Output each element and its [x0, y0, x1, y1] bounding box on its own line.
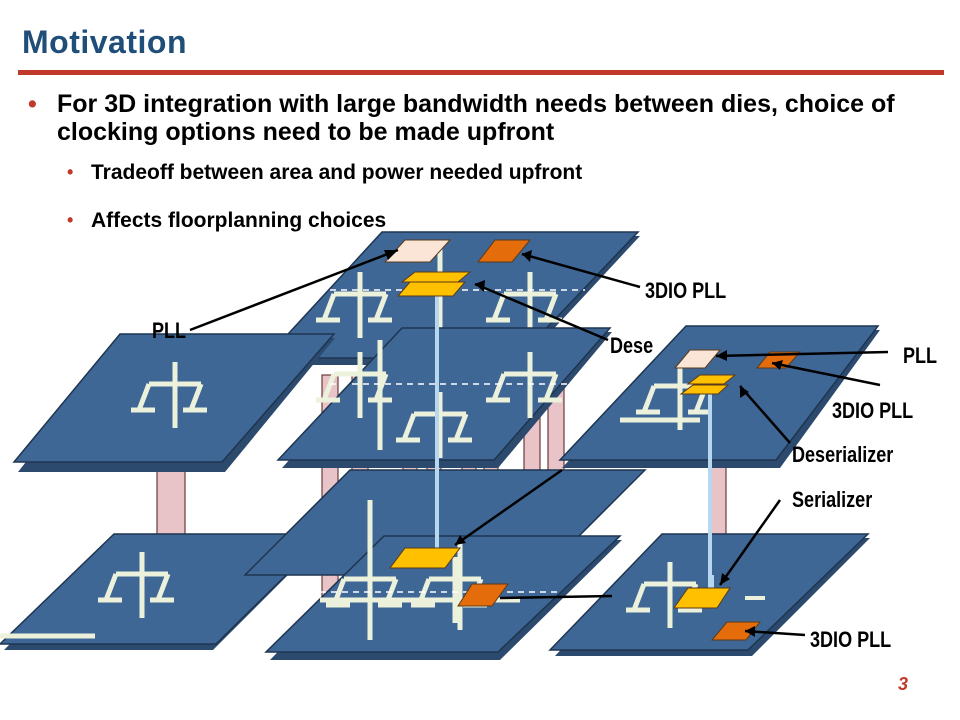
bullet-main-text: For 3D integration with large bandwidth … [57, 90, 895, 146]
clock-links [435, 292, 712, 592]
label-pll-left: PLL [152, 318, 187, 343]
serializer-block-top-back [396, 281, 467, 297]
label-deserializer-center: Dese [610, 333, 654, 358]
label-3dio-pll-right: 3DIO PLL [832, 398, 914, 423]
bullet-main: • For 3D integration with large bandwidt… [28, 90, 933, 234]
die-top-middle [276, 327, 612, 468]
label-serializer-right: Serializer [792, 487, 873, 512]
sub-bullet-text: Tradeoff between area and power needed u… [91, 161, 583, 184]
label-3dio-pll-bottom: 3DIO PLL [810, 627, 892, 652]
label-pll-right: PLL [903, 343, 938, 368]
serializer-block-right [679, 384, 730, 395]
serdes-block-bottom-center [389, 547, 461, 569]
arrowheads [384, 250, 783, 637]
die-top-left [12, 333, 336, 472]
sub-bullet-text: Affects floorplanning choices [91, 209, 387, 232]
3dio-pll-block-bottom-right [710, 621, 762, 641]
callout-arrows [189, 248, 889, 637]
page-number: 3 [898, 674, 909, 694]
title-divider [18, 70, 944, 75]
sub-bullet-floorplanning: • Affects floorplanning choices [57, 208, 933, 234]
sub-bullet-dot: • [67, 162, 74, 182]
die-bottom-left [0, 533, 330, 650]
serdes-block-bottom-right [673, 587, 731, 609]
label-deserializer-right: Deserializer [792, 442, 894, 467]
sub-bullet-tradeoff: • Tradeoff between area and power needed… [57, 160, 933, 186]
3dio-pll-block-bottom-center [457, 583, 509, 607]
sub-bullet-list: • Tradeoff between area and power needed… [57, 160, 933, 234]
pll-block-right [673, 349, 722, 369]
blocks [383, 239, 802, 641]
bullet-dot: • [28, 90, 37, 118]
sub-bullet-dot: • [67, 210, 74, 230]
label-3dio-pll-center: 3DIO PLL [645, 278, 727, 303]
deserializer-block-right [686, 374, 737, 385]
slide-title: Motivation [22, 24, 187, 60]
3dio-pll-block-top-back [476, 239, 532, 263]
bullet-list: • For 3D integration with large bandwidt… [28, 90, 933, 256]
